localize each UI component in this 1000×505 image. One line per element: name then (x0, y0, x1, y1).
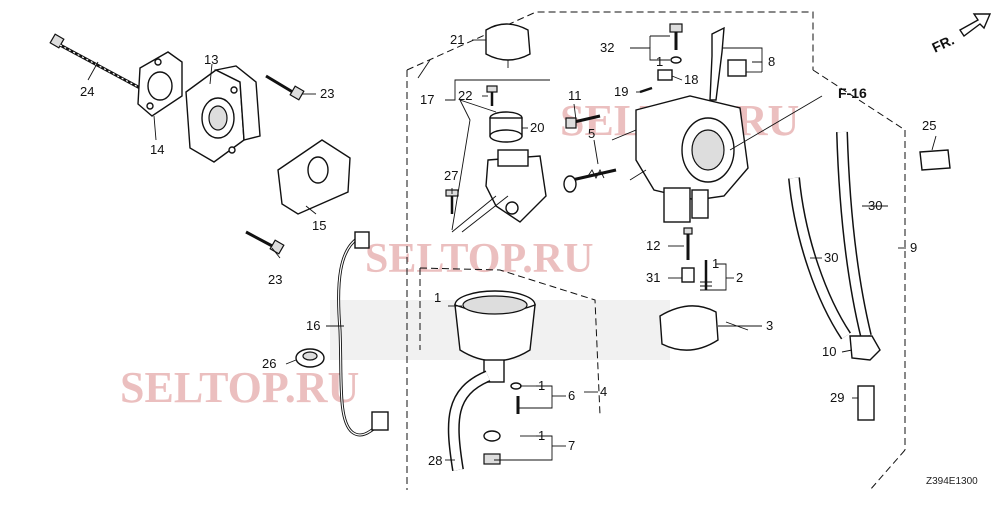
callout-7: 7 (568, 438, 575, 453)
carburetor-body (611, 95, 749, 223)
callout-1-drain: 1 (538, 378, 545, 393)
front-arrow-icon (958, 13, 992, 38)
solenoid-20 (489, 111, 523, 143)
callout-23-upper: 23 (320, 86, 334, 101)
leader-lines (87, 35, 937, 461)
callout-17: 17 (420, 92, 434, 107)
callout-18: 18 (684, 72, 698, 87)
callout-31: 31 (646, 270, 660, 285)
screw-32 (669, 23, 683, 50)
insulator-13 (185, 65, 261, 163)
screw-22 (486, 85, 498, 106)
callout-5: 5 (588, 126, 595, 141)
callout-25: 25 (922, 118, 936, 133)
callout-1-top: 1 (656, 54, 663, 69)
tube-30-right (836, 131, 872, 338)
tube-30-left (788, 177, 851, 340)
cap-29 (857, 385, 875, 421)
callout-3: 3 (766, 318, 773, 333)
joint-10 (849, 335, 881, 361)
callout-28: 28 (428, 453, 442, 468)
callout-20: 20 (530, 120, 544, 135)
section-reference-label: F-16 (838, 85, 867, 101)
wire-harness-16 (337, 231, 389, 437)
cap-21 (485, 23, 531, 68)
callout-12: 12 (646, 238, 660, 253)
callout-6: 6 (568, 388, 575, 403)
callout-9: 9 (910, 240, 917, 255)
jet-31 (681, 267, 695, 283)
callout-13: 13 (204, 52, 218, 67)
screw-11 (565, 114, 601, 129)
clip-25 (919, 149, 951, 171)
callout-21: 21 (450, 32, 464, 47)
callout-1-bowl: 1 (434, 290, 441, 305)
callout-1-valve: 1 (712, 256, 719, 271)
callout-30-left: 30 (824, 250, 838, 265)
valve-set-2 (700, 260, 712, 291)
callout-15: 15 (312, 218, 326, 233)
callout-11: 11 (568, 88, 582, 103)
callout-19: 19 (614, 84, 628, 99)
carburetor-assy-frame-bottom-right (869, 449, 906, 491)
float-3 (659, 305, 749, 351)
valve-body-17 (485, 149, 547, 223)
plate-15 (277, 139, 351, 215)
callout-26: 26 (262, 356, 276, 371)
callout-30-right: 30 (868, 198, 882, 213)
assembly-frames (406, 11, 906, 491)
drain-tube-28 (447, 370, 491, 471)
callout-32: 32 (600, 40, 614, 55)
screw-19 (639, 86, 653, 94)
callout-14: 14 (150, 142, 164, 157)
lever-8 (709, 26, 747, 101)
callout-24: 24 (80, 84, 94, 99)
watermark-bottom: SELTOP.RU (120, 363, 359, 412)
drawing-code: Z394E1300 (926, 476, 978, 487)
callout-22: 22 (458, 88, 472, 103)
callout-29: 29 (830, 390, 844, 405)
washer-1-top (670, 56, 682, 64)
callout-8: 8 (768, 54, 775, 69)
callout-10: 10 (822, 344, 836, 359)
carburetor-assy-frame-top (406, 11, 814, 71)
gasket-14 (137, 51, 183, 117)
link-18 (657, 69, 673, 81)
bolt-7 (483, 430, 501, 465)
callout-4: 4 (600, 384, 607, 399)
drain-screw-6 (510, 382, 522, 414)
callout-labels: 24 14 13 23 23 15 16 26 21 17 22 20 27 1… (80, 32, 936, 468)
callout-23-lower: 23 (268, 272, 282, 287)
bolt-23-lower (245, 230, 285, 255)
callout-27: 27 (444, 168, 458, 183)
callout-16: 16 (306, 318, 320, 333)
pilot-screw-set-5 (563, 168, 617, 193)
grommet-26 (295, 348, 325, 368)
bolt-24 (49, 33, 141, 90)
carburetor-assy-frame-right-diag (812, 69, 906, 131)
callout-2: 2 (736, 270, 743, 285)
callout-1-bolt: 1 (538, 428, 545, 443)
jet-12 (683, 227, 693, 260)
float-chamber-1 (454, 290, 536, 383)
bolt-23-upper (265, 74, 305, 101)
front-direction-label: FR. (929, 32, 956, 56)
float-chamber-frame (419, 267, 601, 416)
watermark-middle: SELTOP.RU (365, 236, 593, 282)
front-direction-indicator: FR. (929, 13, 992, 56)
